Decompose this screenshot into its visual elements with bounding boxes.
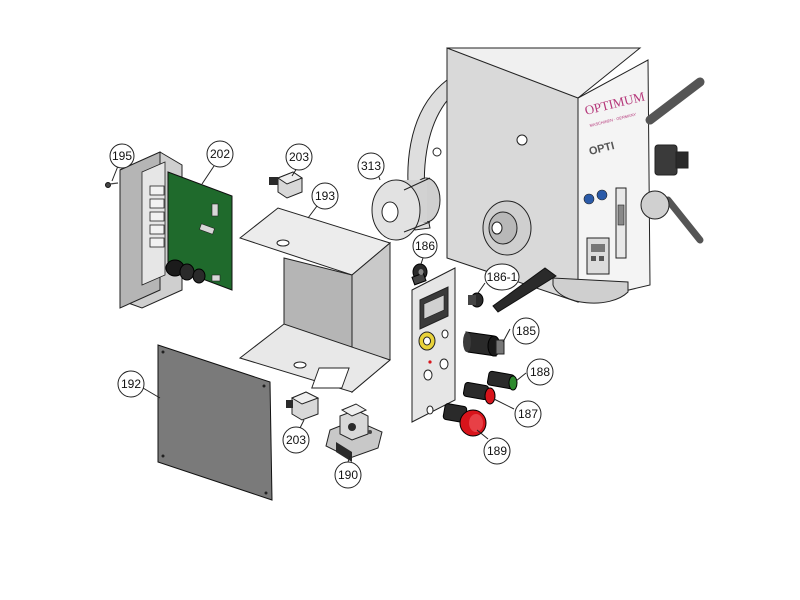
callout-203-bottom: 203 <box>282 426 310 454</box>
callouts: 195 202 203 193 313 186 186-1 185 <box>109 140 554 489</box>
callout-203-top: 203 <box>285 143 313 171</box>
callout-186: 186 <box>412 233 438 259</box>
callout-202-label: 202 <box>210 147 230 161</box>
leader-lines <box>111 165 527 463</box>
part-187-red-button <box>462 381 496 405</box>
callout-203-bottom-label: 203 <box>286 433 306 447</box>
part-203-bottom-switch <box>286 391 320 421</box>
callout-186-1-label: 186-1 <box>487 270 518 284</box>
callout-193-label: 193 <box>315 189 335 203</box>
callout-190: 190 <box>334 461 362 489</box>
part-202-pcb-housing <box>105 151 233 309</box>
part-186-1-cap <box>468 292 484 308</box>
part-189-emergency-stop <box>442 403 487 437</box>
callout-195-label: 195 <box>112 149 132 163</box>
callout-192: 192 <box>117 370 145 398</box>
callout-195: 195 <box>109 143 135 169</box>
callout-189: 189 <box>483 437 511 465</box>
callout-202: 202 <box>206 140 234 168</box>
callout-185: 185 <box>512 317 540 345</box>
callout-186-label: 186 <box>415 239 435 253</box>
callout-185-label: 185 <box>516 324 536 338</box>
part-313-pulley <box>371 177 441 241</box>
callout-189-label: 189 <box>487 444 507 458</box>
spindle-handle <box>492 267 557 313</box>
machine-head: OPTIMUM MASCHINEN · GERMANY OPTI <box>407 47 705 304</box>
part-193-bracket <box>238 207 392 394</box>
callout-313-label: 313 <box>361 159 381 173</box>
callout-188: 188 <box>526 358 554 386</box>
callout-193: 193 <box>311 182 339 210</box>
callout-187: 187 <box>514 400 542 428</box>
callout-203-top-label: 203 <box>289 150 309 164</box>
part-190-connector <box>325 403 383 462</box>
callout-192-label: 192 <box>121 377 141 391</box>
callout-313: 313 <box>357 152 385 180</box>
part-186-knob <box>411 263 428 286</box>
callout-190-label: 190 <box>338 468 358 482</box>
part-192-cover-plate <box>157 344 273 501</box>
part-185-rotary-switch <box>463 331 505 357</box>
callout-186-1: 186-1 <box>484 263 520 291</box>
part-188-green-button <box>486 370 518 391</box>
callout-188-label: 188 <box>530 365 550 379</box>
part-203-top-switch <box>269 171 304 199</box>
control-panel-plate <box>411 267 456 423</box>
callout-187-label: 187 <box>518 407 538 421</box>
